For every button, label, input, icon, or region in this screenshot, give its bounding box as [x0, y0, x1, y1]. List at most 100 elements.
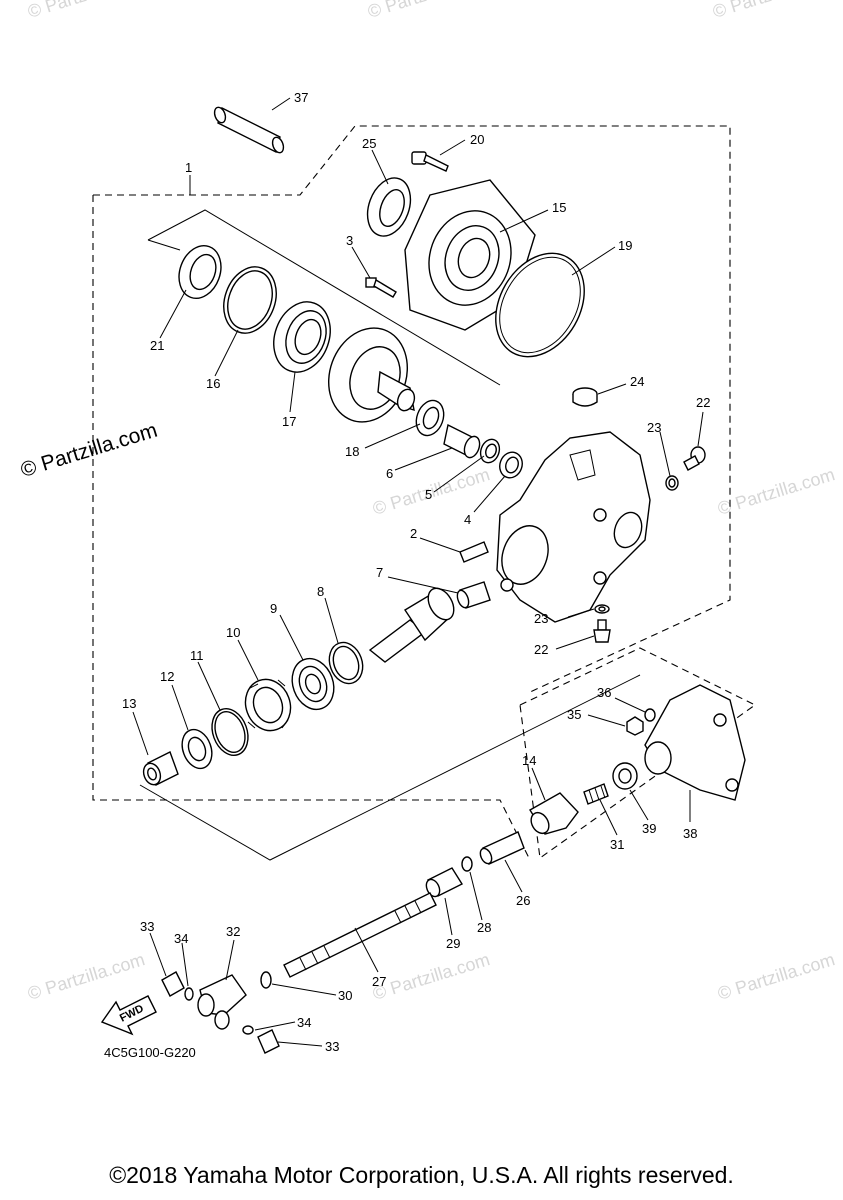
callout-33-upper: 33 [140, 919, 154, 934]
coupling-29 [425, 867, 464, 898]
o-ring-8 [328, 641, 364, 685]
watermark-text: © Partzilla.com [25, 0, 147, 22]
callout-15: 15 [552, 200, 566, 215]
bearing-9 [291, 657, 335, 711]
universal-joint-32 [197, 974, 247, 1030]
drive-shaft-27 [283, 892, 437, 978]
nut-13 [142, 751, 179, 786]
callout-17: 17 [282, 414, 296, 429]
assembly-boundaries [92, 125, 757, 861]
main-assembly-outline [92, 125, 731, 861]
spring-31 [583, 783, 609, 805]
callout-14: 14 [522, 753, 536, 768]
bearing-17 [273, 301, 331, 373]
pinion-gear [368, 587, 455, 663]
callout-4: 4 [464, 512, 471, 527]
callout-5: 5 [425, 487, 432, 502]
o-ring-19 [495, 252, 585, 358]
callout-20: 20 [470, 132, 484, 147]
callout-25: 25 [362, 136, 376, 151]
callout-10: 10 [226, 625, 240, 640]
copyright-footer: ©2018 Yamaha Motor Corporation, U.S.A. A… [109, 1162, 734, 1188]
callout-39: 39 [642, 821, 656, 836]
callout-38: 38 [683, 826, 697, 841]
callout-26: 26 [516, 893, 530, 908]
figure-code: 4C5G100-G220 [104, 1045, 196, 1060]
seal-39 [612, 762, 638, 790]
callout-29: 29 [446, 936, 460, 951]
callout-labels: 37 1 25 20 15 19 3 21 16 17 18 6 5 4 24 … [122, 90, 710, 1054]
callout-22-upper: 22 [696, 395, 710, 410]
circlip-34-lower [242, 1025, 254, 1035]
washer-36 [644, 708, 656, 722]
watermark-text: © Partzilla.com [715, 464, 837, 519]
bearing-cup-33-lower [257, 1029, 280, 1054]
oil-seal-12 [181, 728, 213, 770]
callout-31: 31 [610, 837, 624, 852]
callout-22-lower: 22 [534, 642, 548, 657]
oil-seal-25 [366, 177, 412, 237]
bearing-group-outline [147, 209, 501, 386]
callout-33-lower: 33 [325, 1039, 339, 1054]
callout-19: 19 [618, 238, 632, 253]
callout-2: 2 [410, 526, 417, 541]
stud-2 [459, 541, 489, 563]
callout-34-lower: 34 [297, 1015, 311, 1030]
bush-4 [499, 451, 523, 479]
bearing-retainer-10 [244, 678, 292, 732]
callout-13: 13 [122, 696, 136, 711]
bearing-cup-33-upper [161, 971, 185, 997]
boot-14 [529, 792, 579, 835]
fwd-arrow: FWD [100, 995, 157, 1036]
bolt-20 [411, 151, 449, 172]
bush-7 [456, 581, 491, 609]
collar-26 [479, 831, 525, 865]
thrust-washer [415, 399, 445, 437]
callout-28: 28 [477, 920, 491, 935]
watermark-text: © Partzilla.com [715, 949, 837, 1004]
callout-8: 8 [317, 584, 324, 599]
callout-18: 18 [345, 444, 359, 459]
plug-22-lower [593, 619, 611, 643]
callout-23-lower: 23 [534, 611, 548, 626]
o-ring-11 [211, 708, 249, 756]
callout-27: 27 [372, 974, 386, 989]
washer-5 [479, 438, 501, 464]
callout-1: 1 [185, 160, 192, 175]
callout-30: 30 [338, 988, 352, 1003]
callout-12: 12 [160, 669, 174, 684]
callout-21: 21 [150, 338, 164, 353]
nut-35 [626, 716, 644, 736]
shim-16 [223, 266, 277, 334]
watermark-text: © Partzilla.com [370, 949, 492, 1004]
callout-16: 16 [206, 376, 220, 391]
circlip-34-upper [184, 987, 194, 1001]
ring-gear-18 [327, 327, 416, 423]
washer-23-upper [665, 475, 679, 491]
screw-3 [365, 277, 397, 298]
bearing-housing-38 [644, 684, 746, 801]
watermark-text: © Partzilla.com [365, 0, 487, 22]
drive-group-outline [139, 674, 641, 861]
callout-35: 35 [567, 707, 581, 722]
oil-seal-21 [178, 245, 222, 299]
needle-bearing-6 [443, 423, 481, 459]
callout-36: 36 [597, 685, 611, 700]
callout-9: 9 [270, 601, 277, 616]
callout-34-upper: 34 [174, 931, 188, 946]
cap-24 [572, 387, 598, 407]
circlip-28 [461, 856, 473, 872]
callout-11: 11 [190, 648, 204, 663]
callout-37: 37 [294, 90, 308, 105]
sub-assembly-outline [519, 647, 757, 859]
callout-3: 3 [346, 233, 353, 248]
callout-23-upper: 23 [647, 420, 661, 435]
collar-37 [213, 106, 285, 154]
washer-23-lower [594, 604, 610, 614]
callout-24: 24 [630, 374, 644, 389]
callout-6: 6 [386, 466, 393, 481]
circlip-30 [260, 971, 272, 989]
callout-32: 32 [226, 924, 240, 939]
final-gear-case [496, 431, 651, 623]
